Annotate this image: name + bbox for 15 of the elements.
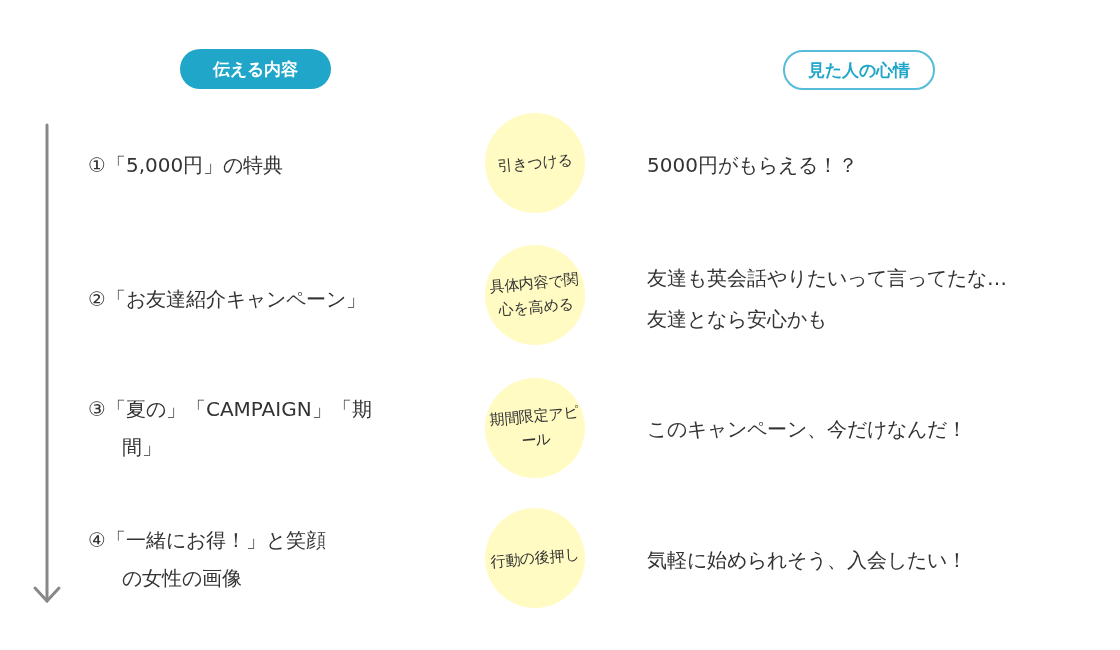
reaction-text: 5000円がもらえる！？ [647,152,859,179]
badge-text: 引きつける [495,149,575,178]
reaction-text: 気軽に始められそう、入会したい！ [647,547,968,574]
header-pill: 見た人の心情 [783,50,935,90]
reaction-text: 友達も英会話やりたいって言ってたな… [647,265,1008,292]
reaction-text: このキャンペーン、今だけなんだ！ [647,416,968,443]
badge-text: 期間限定アピール [487,402,581,453]
reaction-text: 友達となら安心かも [647,306,828,333]
content-item: ③「夏の」「CAMPAIGN」「期間」 [88,396,373,461]
header-pill: 伝える内容 [180,49,331,89]
badge-text: 具体内容で関心を高める [487,269,581,322]
content-item: ④「一緒にお得！」と笑顔の女性の画像 [88,527,327,592]
content-item: ①「5,000円」の特典 [88,152,285,179]
badge-text: 行動の後押し [488,544,582,573]
content-item: ②「お友達紹介キャンペーン」 [88,286,367,313]
